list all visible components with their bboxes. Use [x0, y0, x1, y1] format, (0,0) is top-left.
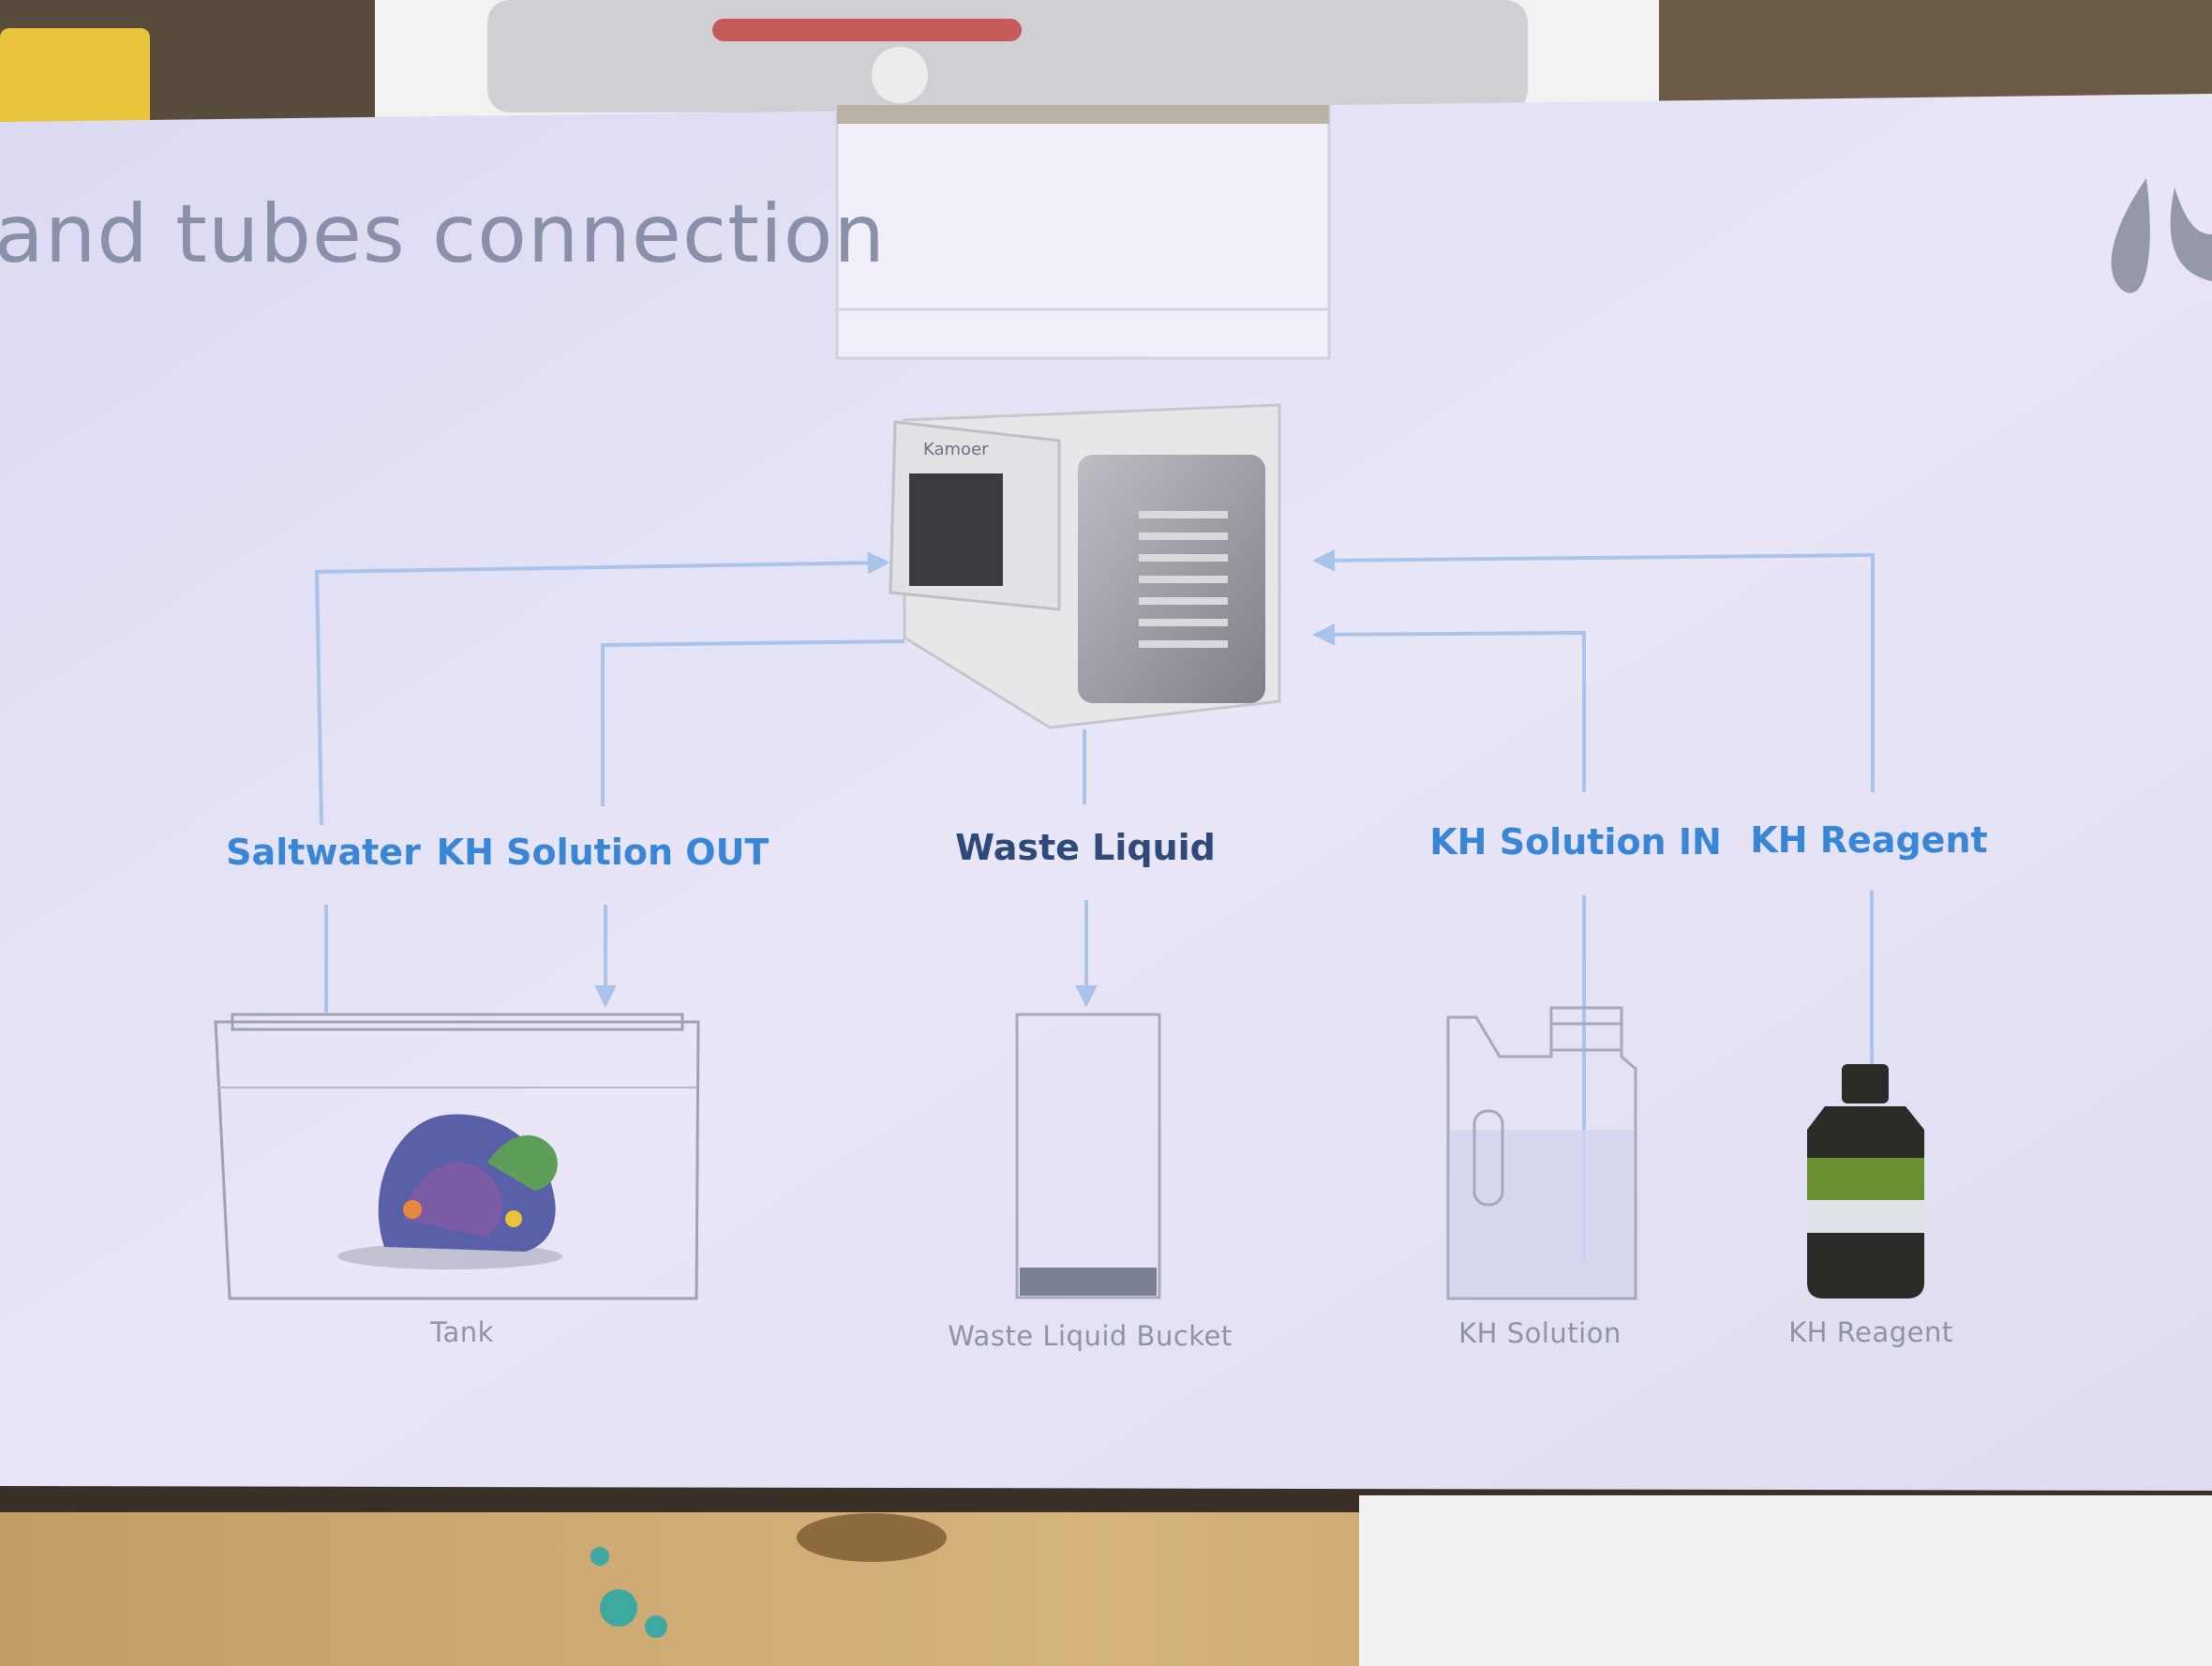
page-title: and tubes connection	[0, 188, 886, 281]
box-card	[0, 94, 2212, 1491]
kh-solution-jug-illustration	[1446, 1006, 1637, 1300]
label-kh-solution-in: KH Solution IN	[1429, 821, 1722, 863]
label-saltwater: Saltwater	[226, 832, 421, 873]
kh-reagent-bottle-illustration	[1807, 1064, 1924, 1298]
label-kh-solution-out: KH Solution OUT	[436, 832, 770, 873]
tape-flap	[835, 103, 1331, 360]
tube-lines	[314, 548, 1875, 1261]
caption-kh-reagent: KH Reagent	[1788, 1316, 1953, 1348]
caption-kh-solution: KH Solution	[1458, 1317, 1622, 1349]
device-brand: Kamoer	[923, 440, 989, 459]
tank-illustration	[214, 1013, 700, 1300]
kamoer-logo-mark	[2111, 178, 2212, 293]
kh-analyzer-device: Kamoer	[889, 403, 1281, 729]
wood-shelf	[0, 1486, 2212, 1666]
caption-waste-bucket: Waste Liquid Bucket	[948, 1320, 1233, 1352]
waste-bucket-illustration	[1015, 1013, 1161, 1299]
caption-tank: Tank	[430, 1316, 494, 1348]
label-kh-reagent: KH Reagent	[1750, 819, 1988, 861]
label-waste-liquid: Waste Liquid	[955, 827, 1216, 868]
